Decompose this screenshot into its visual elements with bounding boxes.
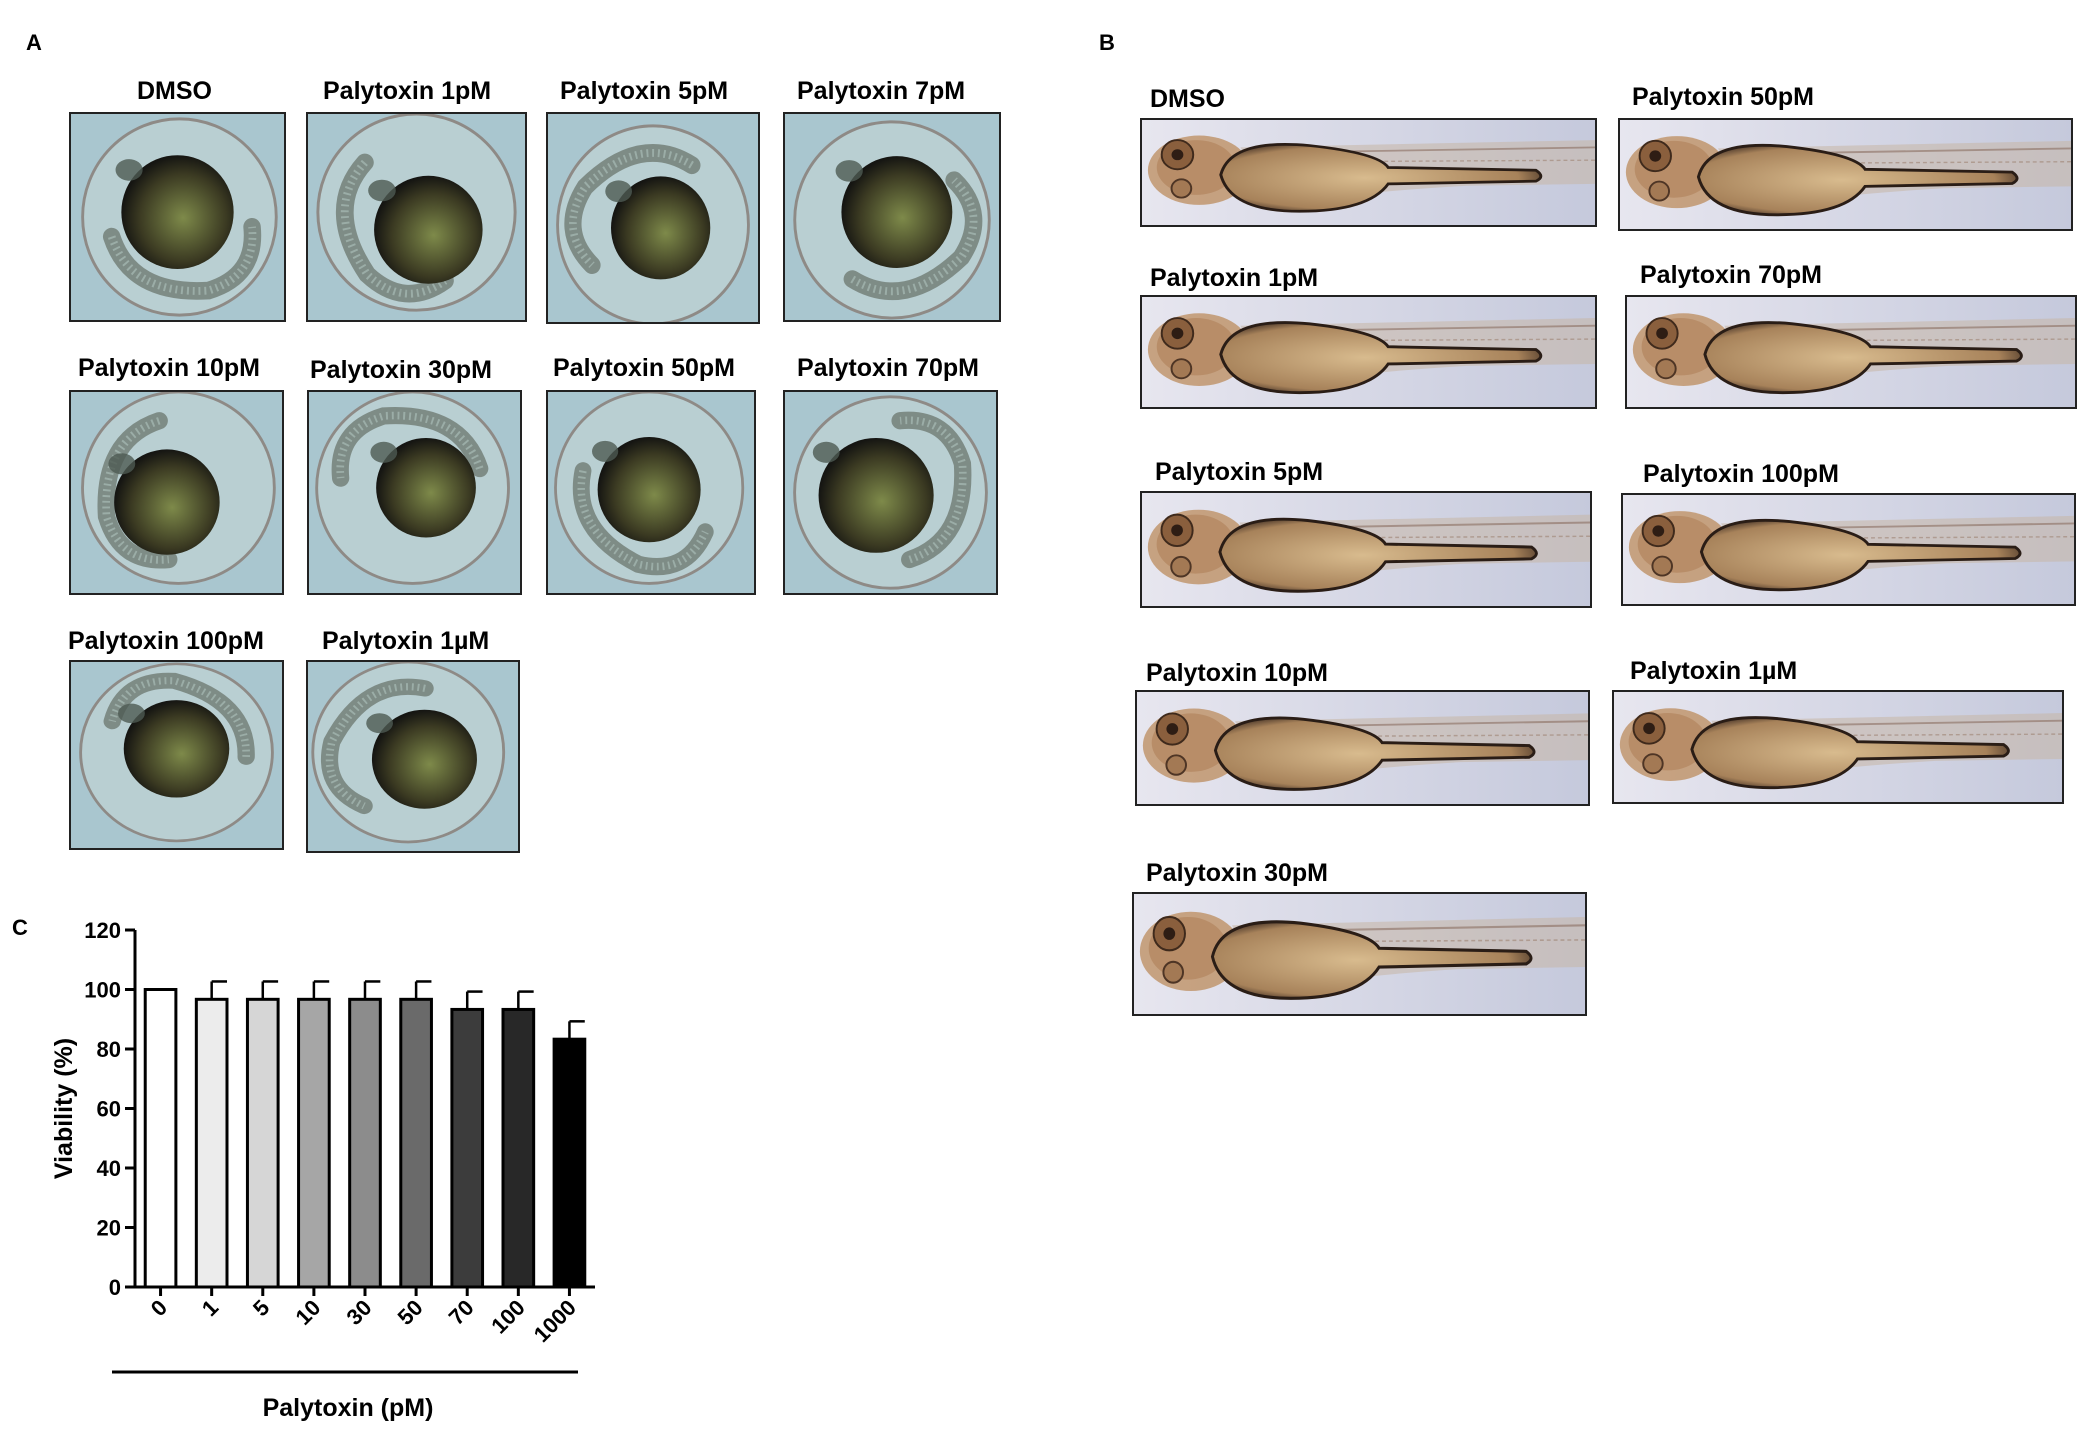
larva-image-1um	[1612, 690, 2064, 804]
x-tick-label: 50	[393, 1295, 428, 1330]
y-tick-label: 40	[97, 1156, 121, 1181]
panel-a-label-1um: Palytoxin 1µM	[322, 627, 490, 655]
panel-a-label-7pm: Palytoxin 7pM	[797, 77, 966, 105]
embryo-image-100pm	[69, 660, 284, 850]
panel-a-label-10pm: Palytoxin 10pM	[78, 354, 260, 382]
larva-image-10pm	[1135, 690, 1590, 806]
larva-image-100pm	[1621, 493, 2076, 606]
larva-image-5pm	[1140, 491, 1592, 608]
embryo-illustration	[548, 114, 758, 322]
larva-illustration	[1142, 297, 1595, 407]
panel-b-label-1pm: Palytoxin 1pM	[1150, 264, 1319, 292]
panel-b-label-100pm: Palytoxin 100pM	[1643, 460, 1839, 488]
x-tick-label: 30	[342, 1295, 377, 1330]
y-tick-label: 0	[109, 1275, 121, 1300]
embryo-illustration	[785, 392, 996, 593]
y-tick-label: 80	[97, 1037, 121, 1062]
larva-illustration	[1142, 493, 1590, 606]
embryo-image-1pm	[306, 112, 527, 322]
bar-1	[194, 997, 229, 1289]
embryo-illustration	[308, 662, 518, 851]
panel-b-label-10pm: Palytoxin 10pM	[1146, 659, 1328, 687]
larva-illustration	[1614, 692, 2062, 802]
larva-illustration	[1623, 495, 2074, 604]
embryo-image-5pm	[546, 112, 760, 324]
larva-image-1pm	[1140, 295, 1597, 409]
panel-b-label-70pm: Palytoxin 70pM	[1640, 261, 1822, 289]
x-tick-label: 0	[146, 1295, 172, 1321]
bar-100	[501, 1007, 536, 1289]
embryo-illustration	[309, 392, 520, 593]
larva-illustration	[1627, 297, 2075, 407]
y-tick-label: 100	[84, 978, 121, 1003]
bar-5	[245, 997, 280, 1289]
panel-a-label-30pm: Palytoxin 30pM	[310, 356, 492, 384]
larva-illustration	[1620, 120, 2071, 229]
panel-c-letter: C	[12, 915, 28, 940]
panel-b-label-30pm: Palytoxin 30pM	[1146, 859, 1328, 887]
panel-a-letter: A	[26, 30, 42, 55]
larva-image-dmso	[1140, 118, 1597, 227]
embryo-illustration	[71, 662, 282, 848]
bar-1000	[552, 1037, 587, 1289]
panel-b-label-50pm: Palytoxin 50pM	[1632, 83, 1814, 111]
embryo-illustration	[71, 392, 282, 593]
y-tick-label: 60	[97, 1097, 121, 1122]
bar-50	[399, 997, 433, 1289]
panel-b-label-5pm: Palytoxin 5pM	[1155, 458, 1324, 486]
x-tick-label: 1	[197, 1295, 223, 1321]
panel-b-letter: B	[1099, 30, 1115, 55]
panel-a-label-1pm: Palytoxin 1pM	[323, 77, 492, 105]
x-tick-label: 5	[248, 1295, 274, 1321]
larva-image-50pm	[1618, 118, 2073, 231]
larva-illustration	[1134, 894, 1585, 1014]
x-tick-label: 1000	[529, 1295, 581, 1347]
embryo-image-50pm	[546, 390, 756, 595]
embryo-illustration	[548, 392, 754, 593]
larva-image-70pm	[1625, 295, 2077, 409]
bar-0	[143, 988, 178, 1289]
x-tick-label: 100	[486, 1295, 530, 1339]
embryo-illustration	[308, 114, 525, 320]
y-axis-label: Viability (%)	[50, 1038, 78, 1179]
panel-a-label-100pm: Palytoxin 100pM	[68, 627, 264, 655]
embryo-image-70pm	[783, 390, 998, 595]
x-axis-label: Palytoxin (pM)	[263, 1394, 434, 1422]
bar-70	[450, 1007, 485, 1289]
panel-b-label-1um: Palytoxin 1µM	[1630, 657, 1798, 685]
x-tick-label: 70	[444, 1295, 479, 1330]
bar-10	[297, 997, 331, 1289]
y-tick-label: 20	[97, 1216, 121, 1241]
embryo-image-10pm	[69, 390, 284, 595]
panel-a-label-dmso: DMSO	[137, 77, 212, 105]
x-tick-label: 10	[290, 1295, 325, 1330]
larva-illustration	[1137, 692, 1588, 804]
y-tick-label: 120	[84, 918, 121, 943]
panel-a-label-5pm: Palytoxin 5pM	[560, 77, 729, 105]
panel-a-label-50pm: Palytoxin 50pM	[553, 354, 735, 382]
embryo-illustration	[785, 114, 999, 320]
larva-illustration	[1142, 120, 1595, 225]
embryo-image-dmso	[69, 112, 286, 322]
embryo-illustration	[71, 114, 284, 320]
panel-a-label-70pm: Palytoxin 70pM	[797, 354, 979, 382]
embryo-image-30pm	[307, 390, 522, 595]
embryo-image-7pm	[783, 112, 1001, 322]
embryo-image-1um	[306, 660, 520, 853]
bar-30	[348, 997, 382, 1289]
larva-image-30pm	[1132, 892, 1587, 1016]
panel-b-label-dmso: DMSO	[1150, 85, 1225, 113]
